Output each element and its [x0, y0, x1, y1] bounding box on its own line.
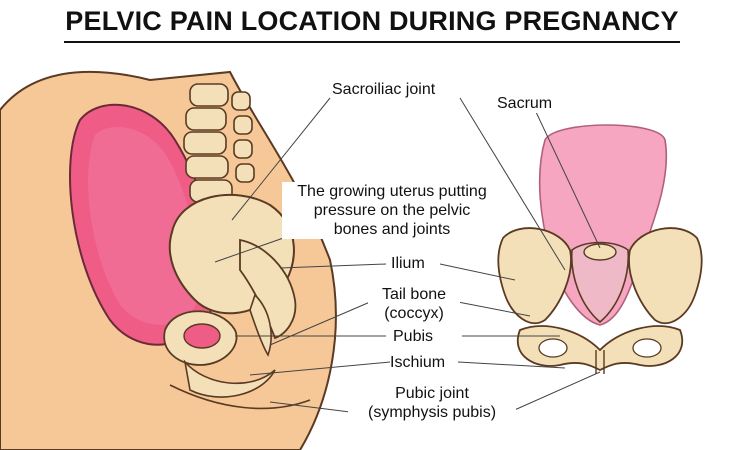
label-uterus: The growing uterus putting pressure on t… [282, 182, 502, 239]
label-pubic-joint-line2: (symphysis pubis) [348, 403, 516, 422]
label-pubic-joint: Pubic joint (symphysis pubis) [348, 384, 516, 422]
label-sacroiliac-joint: Sacroiliac joint [332, 80, 436, 99]
ilium-front-left [497, 227, 572, 325]
spine [183, 83, 255, 203]
obturator-hole [183, 323, 221, 349]
pubic-arch-front [517, 325, 683, 372]
ischium-side [183, 359, 276, 398]
side-view-figure [0, 70, 337, 450]
leader-sacrum [535, 111, 601, 249]
leader-tailbone-left [269, 301, 371, 346]
sacrum-front [570, 241, 630, 324]
label-uterus-line1: The growing uterus putting [282, 182, 502, 201]
leader-pubic-joint-right [509, 371, 601, 413]
obturator-front-right [632, 338, 662, 358]
leader-ilium-right [439, 263, 516, 281]
label-uterus-line3: bones and joints [282, 220, 502, 239]
pubic-joint-side [169, 384, 311, 410]
vertebra-front [583, 243, 617, 261]
label-ilium: Ilium [391, 254, 425, 273]
leader-sacroiliac-right [459, 97, 566, 271]
leader-ilium-left [279, 263, 387, 269]
label-pubic-joint-line1: Pubic joint [348, 384, 516, 403]
leader-ischium-right [457, 361, 566, 369]
leader-pubic-joint-left [269, 401, 351, 413]
leader-sacroiliac-left [231, 97, 331, 221]
label-ischium: Ischium [390, 353, 446, 372]
leader-tailbone-right [457, 301, 531, 317]
title-underline [64, 41, 680, 43]
uterus-highlight [88, 126, 201, 325]
label-uterus-line2: pressure on the pelvic [282, 201, 502, 220]
front-view-figure [497, 124, 703, 374]
label-tailbone-line1: Tail bone [368, 285, 460, 304]
label-pubis: Pubis [393, 327, 434, 346]
label-tailbone: Tail bone (coccyx) [368, 285, 460, 323]
label-sacrum: Sacrum [497, 94, 553, 113]
leader-ischium-left [249, 361, 391, 376]
label-tailbone-line2: (coccyx) [368, 304, 460, 323]
obturator-front-left [538, 338, 568, 358]
symphysis-front [595, 350, 605, 374]
leader-lines [214, 97, 601, 413]
ilium-front-right [628, 227, 703, 325]
diagram-title: PELVIC PAIN LOCATION DURING PREGNANCY [65, 6, 679, 36]
coccyx-side [249, 293, 272, 357]
